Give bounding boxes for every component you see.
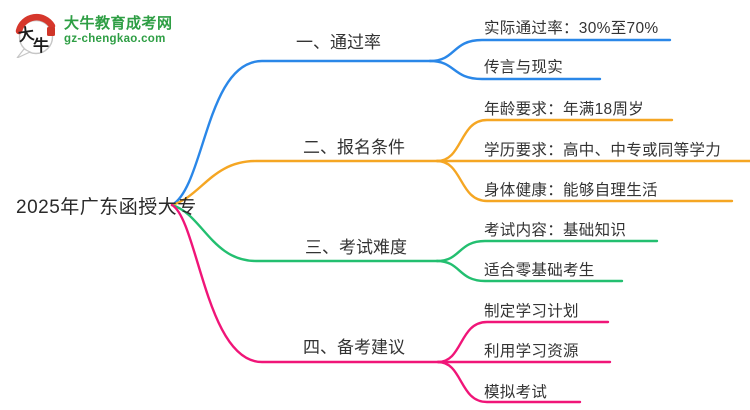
- branch-4-child-1-line: [436, 320, 610, 364]
- branch-pass-rate-label: 一、通过率: [296, 33, 381, 52]
- site-url: gz-chengkao.com: [64, 33, 166, 45]
- logo-text-block: 大牛教育成考网 gz-chengkao.com: [64, 8, 173, 46]
- branch-2-line: [170, 159, 439, 207]
- red-arc: [15, 13, 56, 35]
- bull-speech-bubble-icon: 大 牛: [15, 13, 56, 58]
- subnode-actual-pass-rate: 实际通过率：30%至70%: [484, 20, 659, 37]
- subnode-study-resources: 利用学习资源: [484, 343, 579, 360]
- branch-2-child-1-line: [435, 118, 674, 163]
- subnode-zero-basis: 适合零基础考生: [484, 262, 595, 279]
- subnode-exam-content: 考试内容：基础知识: [484, 222, 627, 239]
- branch-prep-advice-label: 四、备考建议: [303, 338, 405, 357]
- branch-requirements-label: 二、报名条件: [303, 138, 405, 157]
- subnode-education-requirement: 学历要求：高中、中专或同等学力: [484, 142, 722, 159]
- branch-3-child-2-line: [435, 259, 624, 283]
- branch-1-child-2-line: [428, 59, 602, 81]
- subnode-age-requirement: 年龄要求：年满18周岁: [484, 101, 645, 118]
- branch-1-line: [170, 59, 432, 207]
- icon-char-niu: 牛: [33, 36, 49, 55]
- subnode-study-plan: 制定学习计划: [484, 303, 579, 320]
- site-logo[interactable]: 大 牛 大牛教育成考网 gz-chengkao.com: [10, 8, 173, 58]
- subnode-rumor-vs-reality: 传言与现实: [484, 59, 564, 76]
- site-name: 大牛教育成考网: [64, 15, 173, 32]
- root-node-label: 2025年广东函授大专: [16, 197, 197, 218]
- red-seal: [47, 27, 55, 36]
- branch-exam-difficulty-label: 三、考试难度: [305, 238, 407, 257]
- subnode-mock-exam: 模拟考试: [484, 384, 548, 401]
- branch-2-child-3-line: [435, 159, 734, 203]
- branch-3-child-1-line: [435, 239, 659, 263]
- branch-4-child-3-line: [436, 360, 582, 404]
- branch-1-child-1-line: [428, 38, 672, 63]
- branch-3-line: [170, 203, 439, 263]
- icon-char-da: 大: [17, 24, 36, 45]
- branch-4-line: [170, 203, 440, 364]
- subnode-health-requirement: 身体健康：能够自理生活: [484, 182, 658, 199]
